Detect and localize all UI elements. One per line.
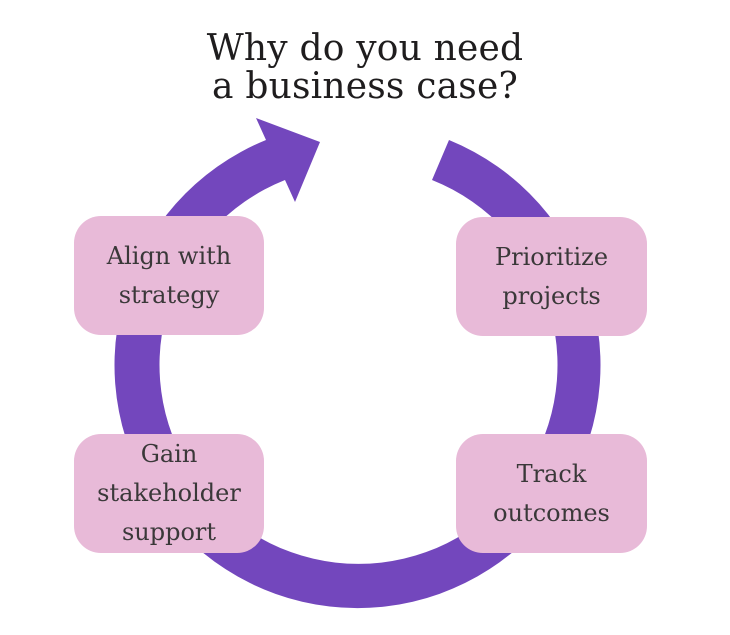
- box-label-line: strategy: [118, 280, 220, 309]
- box-label-line: Gain: [140, 440, 198, 468]
- box-label-line: Track: [516, 459, 587, 488]
- title-line-2: a business case?: [212, 66, 518, 107]
- box-label-line: stakeholder: [97, 479, 241, 507]
- benefit-box-gain-stakeholder-support: Gain stakeholder support: [74, 434, 264, 553]
- benefit-box-prioritize-projects: Prioritize projects: [456, 217, 647, 336]
- benefit-box-track-outcomes: Track outcomes: [456, 434, 647, 553]
- box-label-line: projects: [502, 281, 601, 310]
- box-label-line: Align with: [106, 241, 232, 270]
- box-label-line: Prioritize: [494, 242, 609, 271]
- box-label-line: outcomes: [493, 498, 610, 527]
- page-title: Why do you need a business case?: [0, 30, 730, 106]
- title-line-1: Why do you need: [206, 28, 524, 69]
- box-label-line: support: [121, 518, 217, 546]
- benefit-box-align-with-strategy: Align with strategy: [74, 216, 264, 335]
